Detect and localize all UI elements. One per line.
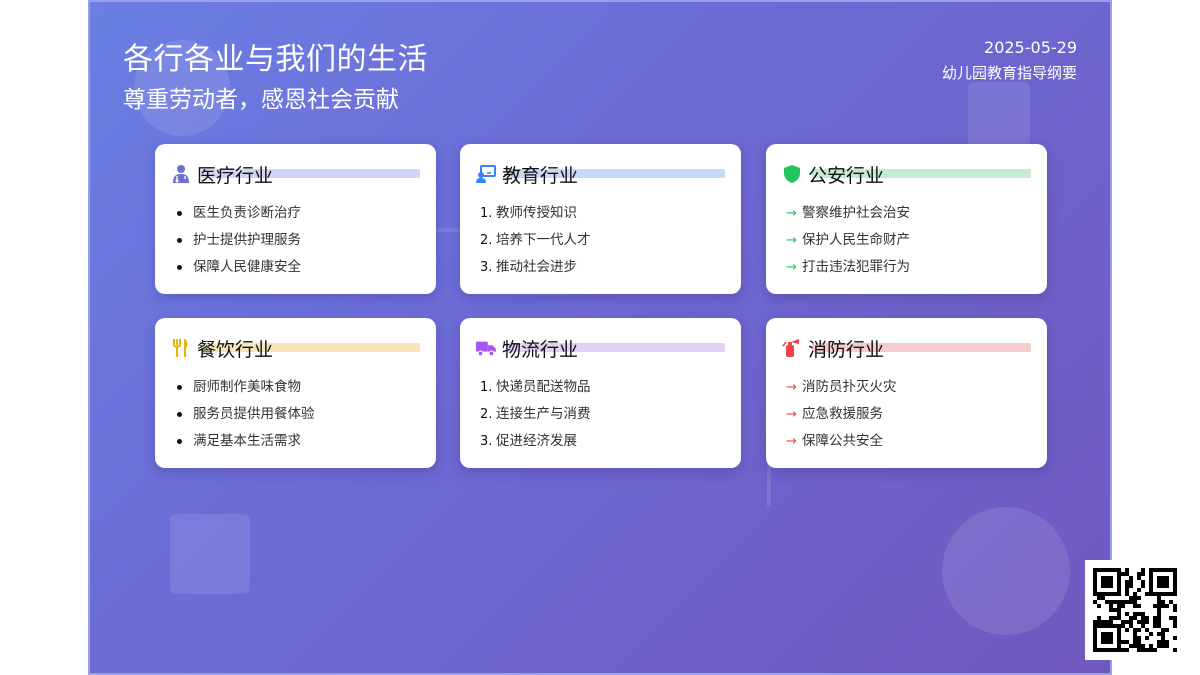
- card-medical[interactable]: 医疗行业 医生负责诊断治疗 护士提供护理服务 保障人民健康安全: [155, 144, 436, 294]
- card-title: 消防行业: [808, 338, 885, 361]
- card-fire[interactable]: 消防行业 → 消防员扑灭火灾 → 应急救援服务 → 保障公共安全: [766, 318, 1047, 468]
- qr-code[interactable]: [1085, 560, 1185, 660]
- card-list: 1.快递员配送物品 2.连接生产与消费 3.促进经济发展: [476, 374, 725, 455]
- list-item: 2.培养下一代人才: [480, 227, 725, 254]
- arrow-right-icon: →: [786, 260, 797, 275]
- card-title: 公安行业: [808, 164, 885, 187]
- list-item: → 保护人民生命财产: [786, 227, 1031, 254]
- list-item: → 应急救援服务: [786, 401, 1031, 428]
- card-list: 1.教师传授知识 2.培养下一代人才 3.推动社会进步: [476, 200, 725, 281]
- card-education[interactable]: 教育行业 1.教师传授知识 2.培养下一代人才 3.推动社会进步: [460, 144, 741, 294]
- list-item: 3.推动社会进步: [480, 254, 725, 281]
- list-item-text: 推动社会进步: [496, 259, 577, 275]
- bullet-dot: [177, 211, 182, 216]
- list-item: → 消防员扑灭火灾: [786, 374, 1031, 401]
- list-item-text: 快递员配送物品: [496, 379, 591, 395]
- decor-circle: [942, 507, 1070, 635]
- list-item-text: 教师传授知识: [496, 205, 577, 221]
- list-item-text: 连接生产与消费: [496, 406, 591, 422]
- qr-code-image: [1093, 568, 1177, 652]
- card-list: → 警察维护社会治安 → 保护人民生命财产 → 打击违法犯罪行为: [782, 200, 1031, 281]
- list-item: 保障人民健康安全: [175, 254, 420, 281]
- list-item-text: 打击违法犯罪行为: [802, 259, 910, 275]
- list-item-text: 护士提供护理服务: [193, 232, 301, 248]
- card-list: 厨师制作美味食物 服务员提供用餐体验 满足基本生活需求: [171, 374, 420, 455]
- truck-icon: [476, 338, 496, 358]
- teacher-icon: [476, 164, 496, 184]
- list-item-text: 应急救援服务: [802, 406, 883, 422]
- list-item-text: 警察维护社会治安: [802, 205, 910, 221]
- list-item: 护士提供护理服务: [175, 227, 420, 254]
- page-title: 各行各业与我们的生活: [123, 42, 428, 77]
- list-number: 2.: [480, 233, 493, 248]
- arrow-right-icon: →: [786, 407, 797, 422]
- slide: 各行各业与我们的生活 尊重劳动者，感恩社会贡献 2025-05-29 幼儿园教育…: [88, 0, 1112, 675]
- decor-rect: [170, 514, 250, 594]
- doctor-icon: [171, 164, 191, 184]
- bullet-dot: [177, 238, 182, 243]
- card-title: 医疗行业: [197, 164, 274, 187]
- list-item: 医生负责诊断治疗: [175, 200, 420, 227]
- list-item: 厨师制作美味食物: [175, 374, 420, 401]
- list-item: 1.教师传授知识: [480, 200, 725, 227]
- shield-icon: [782, 164, 802, 184]
- card-list: 医生负责诊断治疗 护士提供护理服务 保障人民健康安全: [171, 200, 420, 281]
- list-item-text: 促进经济发展: [496, 433, 577, 449]
- arrow-right-icon: →: [786, 206, 797, 221]
- title-highlight-bar: [201, 169, 420, 178]
- list-item-text: 厨师制作美味食物: [193, 379, 301, 395]
- arrow-right-icon: →: [786, 434, 797, 449]
- title-highlight-bar: [812, 343, 1031, 352]
- decor-circle: [134, 40, 230, 136]
- title-highlight-bar: [201, 343, 420, 352]
- source-label: 幼儿园教育指导纲要: [941, 64, 1077, 82]
- bullet-dot: [177, 412, 182, 417]
- list-item-text: 保障公共安全: [802, 433, 883, 449]
- arrow-right-icon: →: [786, 380, 797, 395]
- card-list: → 消防员扑灭火灾 → 应急救援服务 → 保障公共安全: [782, 374, 1031, 455]
- title-highlight-bar: [812, 169, 1031, 178]
- list-item-text: 满足基本生活需求: [193, 433, 301, 449]
- date-label: 2025-05-29: [984, 38, 1077, 57]
- card-police[interactable]: 公安行业 → 警察维护社会治安 → 保护人民生命财产 → 打击违法犯罪行为: [766, 144, 1047, 294]
- list-item: 1.快递员配送物品: [480, 374, 725, 401]
- list-number: 1.: [480, 380, 493, 395]
- list-item: 满足基本生活需求: [175, 428, 420, 455]
- list-number: 2.: [480, 407, 493, 422]
- page-subtitle: 尊重劳动者，感恩社会贡献: [123, 87, 399, 113]
- card-title: 物流行业: [502, 338, 579, 361]
- bullet-dot: [177, 265, 182, 270]
- decor-line: [767, 462, 771, 507]
- list-item-text: 医生负责诊断治疗: [193, 205, 301, 221]
- fire-extinguisher-icon: [782, 338, 802, 358]
- title-highlight-bar: [506, 343, 725, 352]
- list-item-text: 培养下一代人才: [496, 232, 591, 248]
- utensils-icon: [171, 338, 191, 358]
- list-item: → 打击违法犯罪行为: [786, 254, 1031, 281]
- bullet-dot: [177, 439, 182, 444]
- list-item-text: 保护人民生命财产: [802, 232, 910, 248]
- list-number: 3.: [480, 434, 493, 449]
- card-title: 教育行业: [502, 164, 579, 187]
- list-number: 1.: [480, 206, 493, 221]
- list-item: → 保障公共安全: [786, 428, 1031, 455]
- title-highlight-bar: [506, 169, 725, 178]
- bullet-dot: [177, 385, 182, 390]
- list-item-text: 消防员扑灭火灾: [802, 379, 897, 395]
- card-title: 餐饮行业: [197, 338, 274, 361]
- card-catering[interactable]: 餐饮行业 厨师制作美味食物 服务员提供用餐体验 满足基本生活需求: [155, 318, 436, 468]
- list-item-text: 保障人民健康安全: [193, 259, 301, 275]
- list-number: 3.: [480, 260, 493, 275]
- list-item: 服务员提供用餐体验: [175, 401, 420, 428]
- card-logistics[interactable]: 物流行业 1.快递员配送物品 2.连接生产与消费 3.促进经济发展: [460, 318, 741, 468]
- arrow-right-icon: →: [786, 233, 797, 248]
- list-item: 2.连接生产与消费: [480, 401, 725, 428]
- list-item: 3.促进经济发展: [480, 428, 725, 455]
- list-item: → 警察维护社会治安: [786, 200, 1031, 227]
- list-item-text: 服务员提供用餐体验: [193, 406, 315, 422]
